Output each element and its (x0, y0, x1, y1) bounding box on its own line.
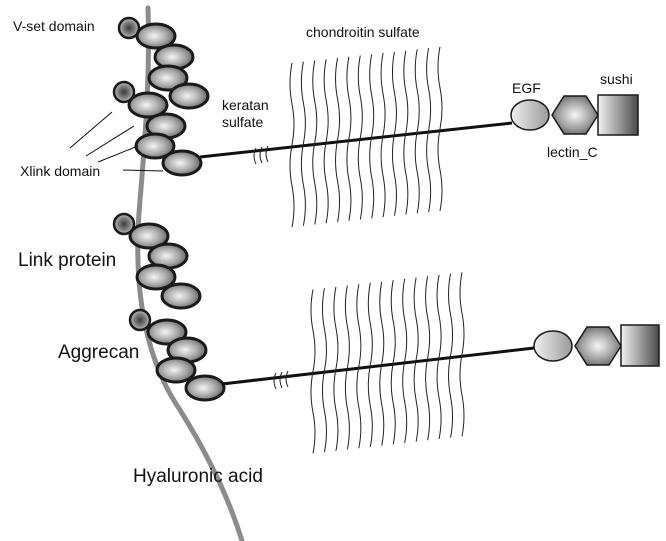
xlink-leader-lines (69, 111, 164, 172)
vset-domain-icon (117, 16, 141, 40)
chondroitin-sulfate-chain (333, 286, 339, 451)
aggrecan-core-protein-lower (221, 346, 535, 386)
keratan-sulfate-chains-upper (253, 145, 269, 165)
egf-domain-icon (533, 330, 573, 362)
link-protein-label: Link protein (18, 250, 117, 271)
chondroitin-sulfate-chains-upper (289, 46, 443, 228)
xlink-domain-icon (155, 356, 197, 384)
keratan-sulfate-label-line1: keratan (222, 97, 269, 113)
chondroitin-sulfate-chain (448, 273, 454, 438)
chondroitin-sulfate-chain (413, 277, 419, 442)
chondroitin-sulfate-chain (459, 272, 465, 437)
chondroitin-sulfate-chain (380, 52, 386, 218)
lectin-c-label: lectin_C (547, 144, 598, 160)
chondroitin-sulfate-chain (367, 282, 373, 447)
link-protein-lower (112, 212, 202, 310)
vset-domain-label: V-set domain (13, 18, 95, 34)
chondroitin-sulfate-chain (323, 59, 329, 224)
keratan-sulfate-chains-lower (273, 370, 289, 390)
xlink-domain-icon (127, 91, 169, 119)
chondroitin-sulfate-chains-lower (310, 272, 465, 454)
chondroitin-sulfate-chain (391, 51, 397, 216)
egf-domain-icon (510, 99, 550, 131)
lectin-c-domain-icon (574, 326, 622, 366)
chondroitin-sulfate-chain (425, 276, 431, 441)
chondroitin-sulfate-chain (300, 61, 306, 226)
xlink-domain-icon (134, 132, 176, 160)
chondroitin-sulfate-chain (414, 49, 420, 214)
chondroitin-sulfate-chain (321, 288, 327, 453)
aggrecan-upper (112, 80, 203, 177)
lectin-c-domain-icon (551, 95, 599, 135)
chondroitin-sulfate-chain (344, 285, 350, 450)
sushi-domain-icon (597, 94, 639, 136)
xlink-domain-icon (128, 222, 170, 250)
chondroitin-sulfate-chain (379, 281, 385, 446)
xlink-domain-label: Xlink domain (20, 163, 101, 179)
chondroitin-sulfate-chain (437, 46, 443, 211)
sushi-domain-icon (620, 324, 660, 367)
chondroitin-sulfate-label: chondroitin sulfate (306, 24, 420, 40)
aggrecan-core-protein-upper (199, 121, 513, 159)
chondroitin-sulfate-chain (369, 54, 375, 219)
xlink-domain-icon (161, 149, 203, 177)
hyaluronic-acid-label: Hyaluronic acid (133, 466, 263, 487)
chondroitin-sulfate-chain (426, 47, 432, 213)
chondroitin-sulfate-chain (356, 284, 362, 449)
chondroitin-sulfate-chain (289, 62, 295, 228)
link-protein-upper (117, 16, 210, 110)
aggrecan-lower (128, 308, 226, 402)
xlink-domain-icon (160, 282, 202, 310)
xlink-domain-icon (146, 318, 188, 346)
chondroitin-sulfate-chain (312, 60, 318, 225)
chondroitin-sulfate-chain (390, 280, 396, 445)
chondroitin-sulfate-chain (335, 57, 341, 223)
chondroitin-sulfate-chain (357, 55, 363, 220)
xlink-domain-icon (135, 22, 177, 50)
chondroitin-sulfate-chain (346, 56, 352, 221)
egf-label: EGF (512, 80, 541, 96)
vset-domain-icon (128, 308, 152, 332)
chondroitin-sulfate-chain (403, 50, 409, 215)
vset-domain-icon (112, 80, 136, 104)
xlink-domain-icon (168, 82, 210, 110)
chondroitin-sulfate-chain (436, 274, 442, 440)
sushi-label: sushi (600, 71, 633, 87)
xlink-domain-icon (135, 263, 177, 291)
chondroitin-sulfate-chain (310, 289, 316, 454)
keratan-sulfate-label-line2: sulfate (222, 114, 264, 130)
xlink-domain-icon (184, 374, 226, 402)
vset-domain-icon (112, 212, 136, 236)
chondroitin-sulfate-chain (402, 278, 408, 444)
aggrecan-label: Aggrecan (58, 342, 140, 363)
xlink-domain-icon (147, 64, 189, 92)
